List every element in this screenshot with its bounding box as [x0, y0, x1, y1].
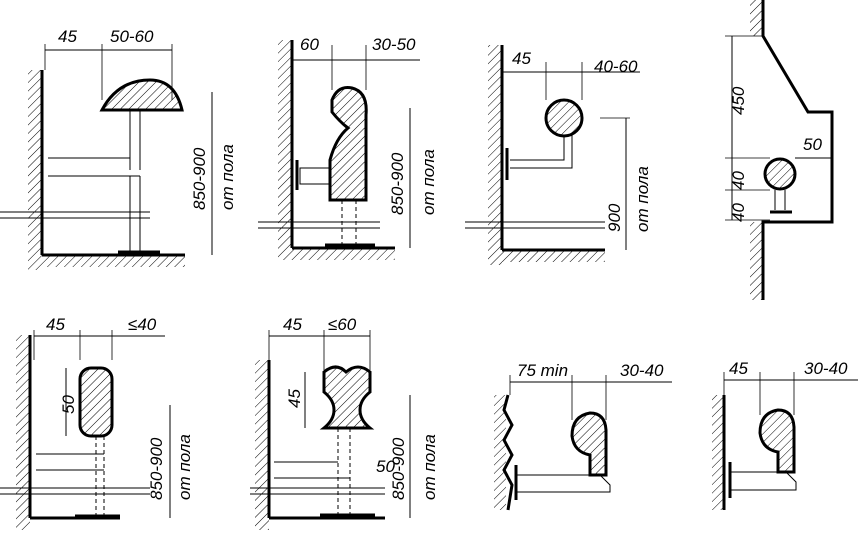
d6-width: 45 [283, 315, 302, 334]
d2-height: 850-900 [388, 152, 407, 215]
d5-depth: ≤40 [128, 315, 157, 334]
detail-2: 60 30-50 850-900 от пола [258, 35, 438, 260]
d1-height: 850-900 [190, 147, 209, 210]
detail-7: 75 min 30-40 [494, 361, 672, 511]
d3-width: 45 [512, 49, 531, 68]
detail-5: 45 ≤40 50 850-900 от пола [0, 315, 194, 530]
detail-3: 45 40-60 900 от пола [465, 45, 652, 265]
d6-extra: 50 [376, 457, 395, 476]
detail-1: 45 50-60 850-900 от пола [0, 27, 237, 270]
d3-depth: 40-60 [594, 57, 638, 76]
d7-depth: 30-40 [620, 361, 664, 380]
d5-h: 50 [59, 395, 78, 414]
detail-8: 45 30-40 [712, 359, 858, 510]
d1-width: 45 [58, 27, 77, 46]
d3-height: 900 [605, 203, 624, 232]
d8-depth: 30-40 [804, 359, 848, 378]
detail-6: 45 ≤60 45 50 850-900 от пола [250, 315, 439, 530]
d4-a: 40 [729, 171, 748, 190]
d4-b: 40 [729, 203, 748, 222]
d4-gap: 50 [803, 135, 822, 154]
d6-h: 45 [285, 389, 304, 408]
d5-hfloor: 850-900 [147, 437, 166, 500]
d5-width: 45 [46, 315, 65, 334]
d1-depth: 50-60 [110, 27, 154, 46]
d6-depth: ≤60 [328, 315, 357, 334]
d2-width: 60 [300, 35, 319, 54]
d5-floor: от пола [175, 434, 194, 500]
d2-floor: от пола [419, 149, 438, 215]
d6-hfloor: 850-900 [389, 437, 408, 500]
d7-width: 75 min [517, 361, 568, 380]
d2-depth: 30-50 [372, 35, 416, 54]
d3-floor: от пола [633, 166, 652, 232]
d1-floor: от пола [218, 144, 237, 210]
d8-width: 45 [729, 359, 748, 378]
d4-top: 450 [729, 86, 748, 115]
detail-4: 450 40 40 50 [725, 0, 834, 300]
d6-floor: от пола [420, 434, 439, 500]
